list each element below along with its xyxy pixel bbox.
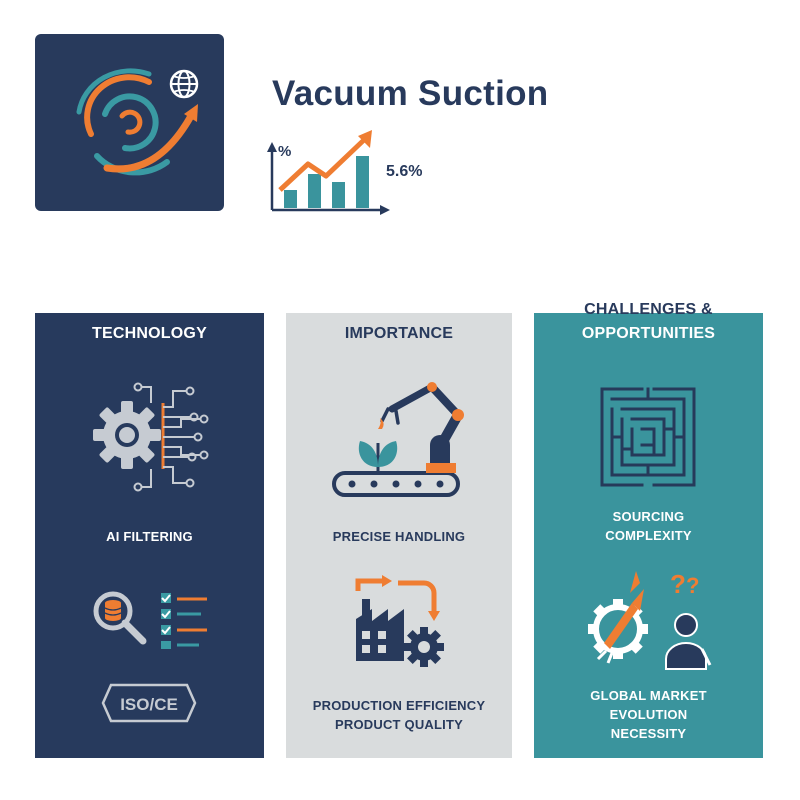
precise-handling-label: PRECISE HANDLING — [332, 529, 466, 544]
importance-heading: IMPORTANCE — [344, 325, 454, 342]
gear-circuit-icon — [93, 382, 209, 492]
factory-gear-cycle-icon — [355, 575, 444, 667]
global-market-label: GLOBAL MARKET — [590, 688, 707, 703]
evolution-label: EVOLUTION — [609, 707, 688, 722]
production-efficiency-label: PRODUCTION EFFICIENCY — [312, 698, 486, 713]
challenges-heading: CHALLENGES & — [584, 301, 713, 318]
database-search-checklist-icon — [93, 591, 207, 649]
importance-panel: IMPORTANCE PRECISE HANDLING — [286, 313, 512, 758]
growth-chart-icon: % — [267, 130, 390, 215]
iso-ce-badge: ISO/CE — [101, 683, 197, 723]
gear-rocket-person-question-icon: ? ? — [588, 569, 712, 670]
growth-axis-symbol: % — [278, 143, 291, 160]
technology-panel: TECHNOLOGY — [35, 313, 264, 758]
swirl-globe-icon — [76, 68, 199, 176]
iso-ce-text: ISO/CE — [120, 695, 178, 714]
brand-logo — [35, 34, 224, 211]
challenges-opportunities-panel: CHALLENGES & OPPORTUNITIES SOURCING COMP… — [534, 301, 763, 758]
sourcing-label: SOURCING — [612, 509, 685, 524]
necessity-label: NECESSITY — [610, 726, 687, 741]
technology-heading: TECHNOLOGY — [92, 325, 207, 342]
svg-text:?: ? — [670, 569, 686, 599]
ai-filtering-label: AI FILTERING — [106, 529, 193, 544]
svg-text:?: ? — [686, 573, 699, 598]
complexity-label: COMPLEXITY — [605, 528, 692, 543]
growth-value: 5.6% — [386, 163, 423, 180]
robot-arm-conveyor-icon — [332, 382, 464, 497]
opportunities-heading: OPPORTUNITIES — [581, 325, 716, 342]
maze-icon — [600, 387, 696, 487]
product-quality-label: PRODUCT QUALITY — [335, 717, 463, 732]
page-title: Vacuum Suction — [272, 74, 549, 113]
